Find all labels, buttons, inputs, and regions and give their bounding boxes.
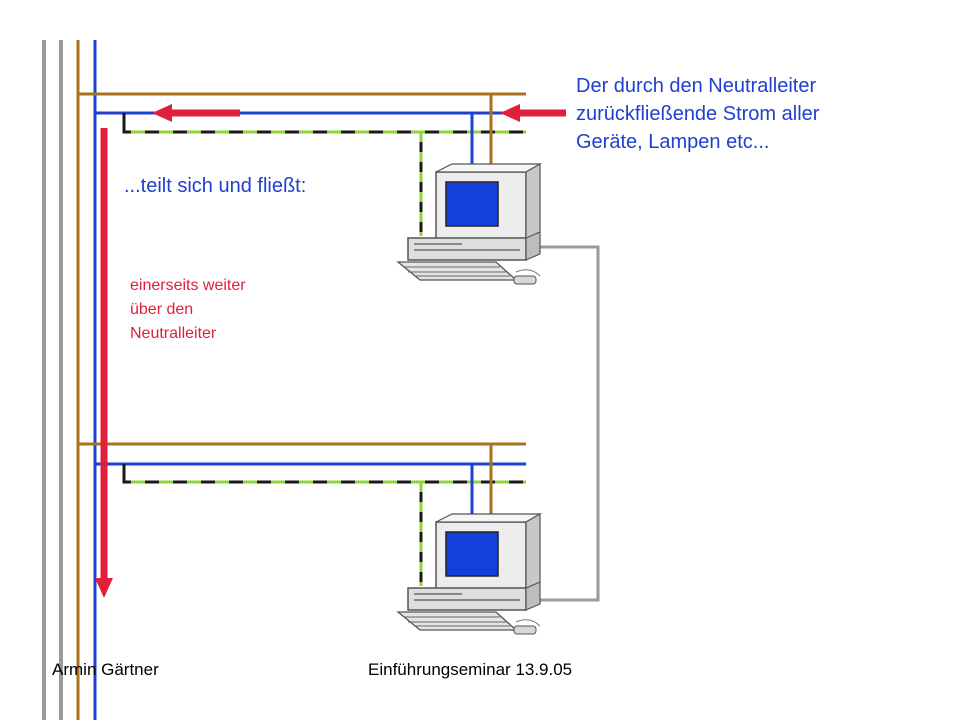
annotation-return-current: Der durch den Neutralleiter zurückfließe… [576, 75, 820, 153]
footer-event: Einführungseminar 13.9.05 [368, 660, 573, 679]
computer-icon [396, 512, 543, 635]
lower-earth-line-dark [122, 464, 526, 484]
grey-device-link [528, 245, 600, 602]
return-current-arrow-right [500, 104, 566, 122]
annotation-current-split: ...teilt sich und fließt: [124, 175, 307, 197]
computer-icon [396, 162, 543, 285]
footer-author: Armin Gärtner [52, 660, 159, 679]
return-current-arrow-left [152, 104, 240, 122]
annotation-neutral-path: einerseits weiter über den Neutralleiter [130, 277, 246, 342]
neutral-path-arrow-down [95, 128, 113, 598]
